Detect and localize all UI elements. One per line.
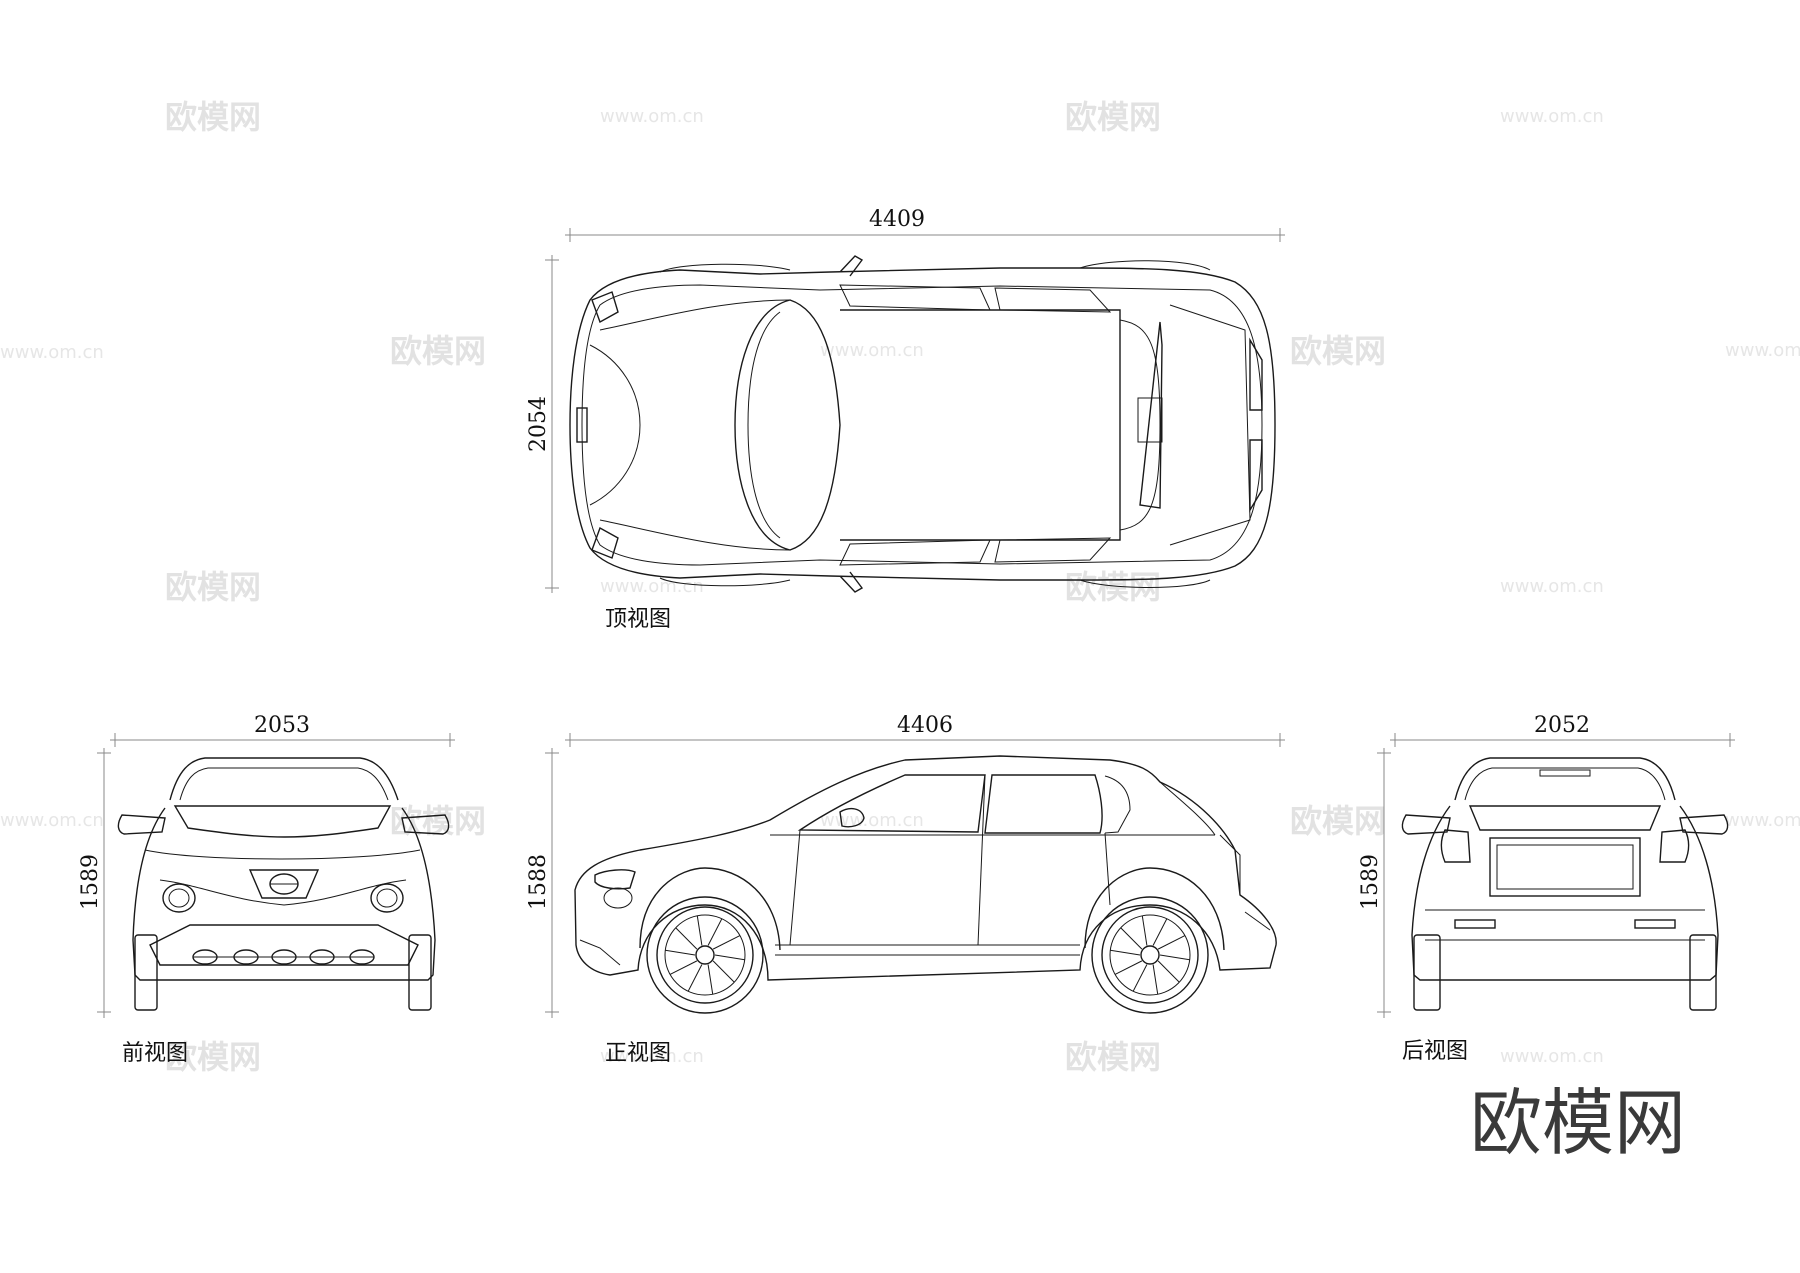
wheel-spoke: [707, 964, 714, 995]
top-view-car: [569, 255, 1276, 593]
rear-view-car: [1401, 757, 1729, 1011]
rear-view-height-dimension: 1589: [1358, 748, 1391, 1018]
watermark-url: www.om.cn: [600, 576, 704, 597]
wheel-spoke: [1157, 960, 1180, 983]
side-view-label: 正视图: [605, 1041, 671, 1066]
wheel-spoke: [712, 960, 735, 983]
watermark-brand: 欧模网: [165, 1038, 261, 1076]
watermark-url: www.om.cn: [600, 106, 704, 127]
wheel-spoke: [675, 927, 698, 950]
top-view: 4409 2054: [526, 207, 1285, 632]
side-view: 4406 1588: [526, 713, 1285, 1066]
watermark-brand: 欧模网: [390, 332, 486, 370]
corner-logo: 欧模网: [1470, 1081, 1686, 1165]
rear-view: 2052 1589: [1358, 713, 1735, 1064]
watermark-url: www.om.cn: [820, 340, 924, 361]
watermark-brand: 欧模网: [165, 568, 261, 606]
watermark-brand: 欧模网: [1065, 98, 1161, 136]
side-view-height-dimension: 1588: [526, 748, 559, 1018]
wheel-spoke: [714, 954, 745, 961]
front-view-height-value: 1589: [78, 854, 103, 910]
front-view-car: [117, 757, 450, 1011]
side-view-height-value: 1588: [526, 854, 551, 910]
watermark-brand: 欧模网: [1290, 332, 1386, 370]
watermark-url: www.om.cn: [820, 810, 924, 831]
wheel-spoke: [1120, 927, 1143, 950]
front-view-label: 前视图: [122, 1041, 188, 1066]
watermark-url: www.om.cn: [0, 342, 104, 363]
watermark-brand: 欧模网: [1290, 802, 1386, 840]
wheel-spoke: [1152, 918, 1168, 946]
front-view: 2053 1589: [78, 713, 455, 1066]
wheel-spoke: [1114, 960, 1143, 975]
top-view-length-dimension: 4409: [565, 207, 1285, 242]
top-view-label: 顶视图: [605, 607, 671, 632]
watermark-layer: 欧模网 www.om.cn 欧模网 www.om.cn www.om.cn 欧模…: [0, 98, 1800, 1076]
watermark-brand: 欧模网: [1065, 1038, 1161, 1076]
side-view-front-wheel: [646, 896, 764, 1014]
wheel-spoke: [1110, 949, 1141, 956]
wheel-spoke: [1152, 964, 1159, 995]
front-view-width-dimension: 2053: [110, 713, 455, 747]
side-view-length-value: 4406: [897, 713, 953, 738]
wheel-spoke: [707, 918, 723, 946]
side-view-rear-wheel: [1091, 896, 1209, 1014]
wheel-spoke: [1141, 915, 1148, 946]
watermark-url: www.om.cn: [1725, 340, 1800, 361]
front-view-height-dimension: 1589: [78, 748, 111, 1018]
watermark-url: www.om.cn: [1500, 1046, 1604, 1067]
top-view-width-value: 2054: [526, 396, 551, 452]
wheel-spoke: [1157, 935, 1186, 950]
wheel-spoke: [687, 964, 703, 992]
rear-view-label: 后视图: [1402, 1039, 1468, 1064]
wheel-spoke: [712, 935, 741, 950]
front-view-width-value: 2053: [254, 713, 310, 738]
watermark-url: www.om.cn: [0, 810, 104, 831]
top-view-length-value: 4409: [869, 207, 925, 232]
watermark-url: www.om.cn: [1500, 576, 1604, 597]
top-view-width-dimension: 2054: [526, 255, 559, 593]
side-view-car: [574, 755, 1277, 1014]
wheel-spoke: [1159, 954, 1190, 961]
wheel-spoke: [669, 960, 698, 975]
wheel-spoke: [1132, 964, 1148, 992]
rear-view-height-value: 1589: [1358, 854, 1383, 910]
side-view-length-dimension: 4406: [565, 713, 1285, 747]
watermark-url: www.om.cn: [1725, 810, 1800, 831]
rear-view-width-dimension: 2052: [1390, 713, 1735, 747]
rear-view-width-value: 2052: [1534, 713, 1590, 738]
wheel-spoke: [665, 949, 696, 956]
watermark-brand: 欧模网: [165, 98, 261, 136]
watermark-url: www.om.cn: [600, 1046, 704, 1067]
watermark-url: www.om.cn: [1500, 106, 1604, 127]
wheel-spoke: [696, 915, 703, 946]
